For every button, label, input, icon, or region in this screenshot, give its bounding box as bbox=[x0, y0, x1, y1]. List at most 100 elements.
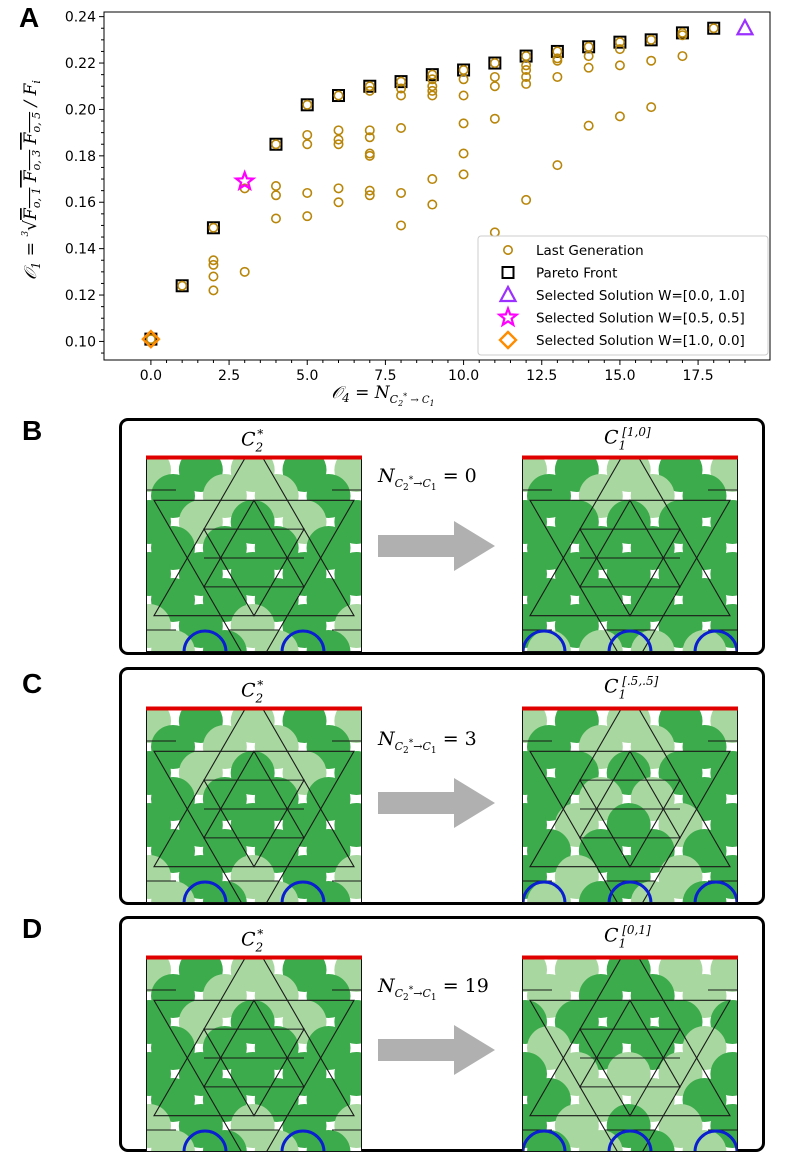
panel-label-b: B bbox=[22, 415, 43, 446]
circle-point bbox=[458, 169, 469, 180]
circle-point bbox=[333, 197, 344, 208]
circle-point bbox=[145, 334, 156, 345]
circle-point bbox=[677, 30, 688, 41]
circle-point bbox=[364, 185, 375, 196]
panel-label-c: C bbox=[22, 668, 43, 699]
light-disk bbox=[527, 630, 571, 652]
light-disk bbox=[682, 1130, 727, 1152]
circle-point bbox=[208, 285, 219, 296]
legend-box bbox=[477, 235, 769, 356]
circle-point bbox=[614, 60, 625, 71]
selected-ring bbox=[182, 629, 228, 652]
transition-arrow bbox=[378, 521, 495, 571]
dark-disk bbox=[682, 881, 727, 903]
panel-label-a: A bbox=[19, 2, 40, 33]
y-tick-label: 0.22 bbox=[65, 56, 96, 72]
circle-point bbox=[458, 148, 469, 159]
right-lattice-caption: C1[0,1] bbox=[604, 923, 651, 951]
circle-point bbox=[458, 74, 469, 85]
inner-triangle-down bbox=[579, 1028, 681, 1117]
x-axis-label: 𝒪4 = NC2* → C1 bbox=[331, 383, 434, 408]
circle-point bbox=[489, 71, 500, 82]
chart-marks bbox=[141, 17, 755, 349]
lattice-edges bbox=[146, 956, 362, 1152]
inner-triangle-up bbox=[203, 499, 305, 588]
lattice-edges bbox=[522, 956, 738, 1152]
x-tick-label: 0.0 bbox=[140, 368, 162, 384]
lattice-disks bbox=[146, 956, 362, 1152]
circle-point bbox=[521, 65, 532, 76]
y-tick-label: 0.18 bbox=[65, 149, 96, 165]
left-lattice bbox=[146, 955, 362, 1152]
lattice-disks bbox=[146, 707, 362, 903]
right-lattice bbox=[522, 706, 738, 903]
panel-b: C2* C1[1,0] NC2*→C1 = 0 bbox=[119, 418, 765, 655]
circle-point bbox=[239, 266, 250, 277]
x-tick-label: 10.0 bbox=[448, 368, 479, 384]
legend-label: Selected Solution W=[0.0, 1.0] bbox=[536, 288, 745, 304]
dark-disk bbox=[527, 1130, 571, 1152]
circle-point bbox=[521, 194, 532, 205]
inner-triangle-down bbox=[203, 779, 305, 868]
light-disk bbox=[578, 630, 623, 652]
circle-point bbox=[427, 174, 438, 185]
right-lattice-caption: C1[.5,.5] bbox=[604, 674, 659, 702]
triangle-point bbox=[735, 17, 755, 36]
inner-triangle-up bbox=[579, 750, 681, 839]
selected-ring bbox=[693, 1129, 738, 1152]
selected-ring bbox=[693, 629, 738, 652]
dark-disk bbox=[202, 1130, 247, 1152]
transition-arrow bbox=[378, 1025, 495, 1075]
circle-point bbox=[364, 190, 375, 201]
y-tick-label: 0.20 bbox=[65, 102, 96, 118]
selection-rings bbox=[522, 629, 738, 652]
left-lattice-caption: C2* bbox=[241, 927, 264, 955]
circle-point bbox=[396, 83, 407, 94]
inner-triangle-up bbox=[579, 499, 681, 588]
right-lattice bbox=[522, 455, 738, 652]
legend-label: Selected Solution W=[0.5, 0.5] bbox=[536, 311, 745, 327]
circle-point bbox=[552, 46, 563, 57]
selection-rings bbox=[182, 1129, 326, 1152]
circle-point bbox=[396, 90, 407, 101]
square-point bbox=[488, 56, 502, 70]
right-lattice-caption: C1[1,0] bbox=[604, 425, 651, 453]
circle-point bbox=[427, 69, 438, 80]
y-tick-label: 0.12 bbox=[65, 288, 96, 304]
left-lattice-caption: C2* bbox=[241, 678, 264, 706]
circle-point bbox=[614, 111, 625, 122]
selected-ring bbox=[182, 880, 228, 903]
square-point bbox=[332, 89, 346, 103]
circle-point bbox=[646, 102, 657, 113]
square-point bbox=[300, 98, 314, 112]
circle-point bbox=[208, 271, 219, 282]
circle-point bbox=[302, 99, 313, 110]
circle-point bbox=[427, 199, 438, 210]
circle-point bbox=[208, 222, 219, 233]
circle-point bbox=[521, 71, 532, 82]
legend-square-icon bbox=[501, 266, 515, 279]
light-disk bbox=[527, 881, 571, 903]
circle-point bbox=[270, 139, 281, 150]
light-disk bbox=[254, 630, 299, 652]
selected-ring bbox=[280, 880, 326, 903]
square-point bbox=[394, 75, 408, 89]
n-transition-label: NC2*→C1 = 19 bbox=[378, 975, 489, 1003]
circle-point bbox=[427, 74, 438, 85]
inner-triangle-up bbox=[579, 999, 681, 1088]
inner-triangle-up bbox=[203, 999, 305, 1088]
selection-rings bbox=[522, 1129, 738, 1152]
circle-point bbox=[489, 113, 500, 124]
circle-point bbox=[364, 81, 375, 92]
x-tick-label: 5.0 bbox=[296, 368, 318, 384]
lattice-edges bbox=[522, 707, 738, 903]
legend-star-icon bbox=[496, 305, 520, 328]
dark-disk bbox=[578, 881, 623, 903]
panel-label-d: D bbox=[22, 913, 43, 944]
square-point bbox=[175, 279, 189, 293]
circle-point bbox=[583, 41, 594, 52]
circle-point bbox=[458, 118, 469, 129]
